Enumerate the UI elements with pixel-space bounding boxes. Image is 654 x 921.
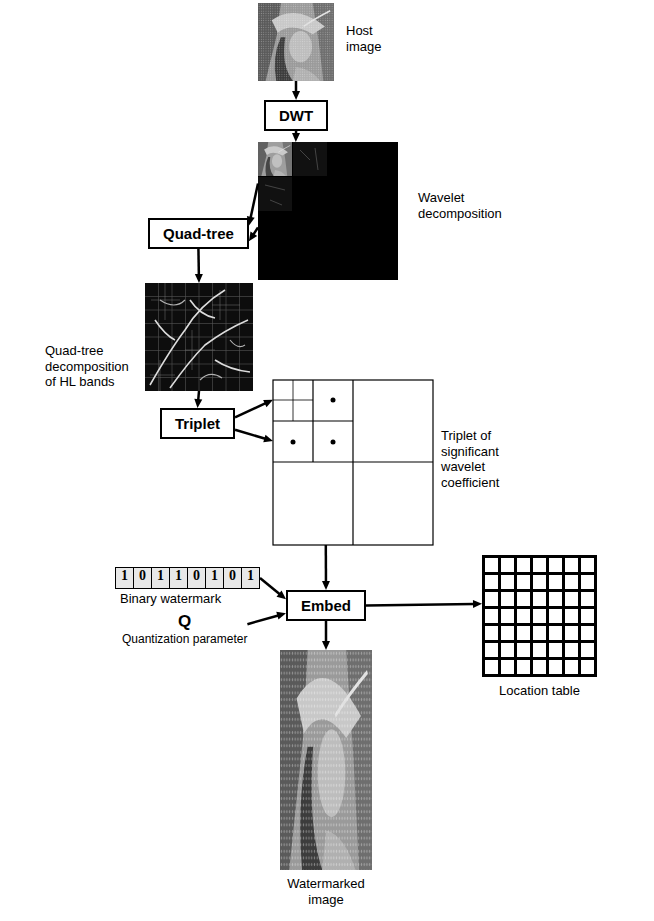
image-label: Quad-tree decomposition of HL bands bbox=[45, 343, 137, 390]
arrow-head bbox=[249, 232, 257, 242]
arrow-connector bbox=[249, 228, 258, 242]
parameter-symbol: Q bbox=[122, 612, 247, 632]
process-box: Embed bbox=[286, 590, 366, 621]
arrow-line bbox=[197, 249, 200, 275]
arrow-head bbox=[322, 581, 330, 590]
arrow-connector bbox=[322, 545, 330, 590]
watermarked-image bbox=[280, 650, 372, 870]
arrow-head bbox=[194, 399, 202, 408]
parameter-label: Quantization parameter bbox=[122, 632, 247, 646]
arrow-head bbox=[473, 600, 482, 608]
bit-cell: 1 bbox=[152, 567, 170, 589]
arrow-head bbox=[276, 612, 286, 620]
binary-watermark: 10110101Binary watermark bbox=[115, 567, 260, 589]
bit-cell: 0 bbox=[188, 567, 206, 589]
bit-cell: 1 bbox=[242, 567, 260, 589]
host-image-frame: Host image bbox=[258, 3, 334, 81]
box-label: Triplet bbox=[175, 415, 220, 432]
image-label: Triplet of significant wavelet coefficie… bbox=[441, 428, 521, 490]
quad-tree-image-frame: Quad-tree decomposition of HL bands bbox=[145, 283, 253, 391]
box-label: DWT bbox=[279, 107, 313, 124]
watermarked-image-frame: Watermarked image bbox=[280, 650, 372, 870]
triplet-image-frame: Triplet of significant wavelet coefficie… bbox=[273, 380, 433, 545]
arrow-connector bbox=[366, 600, 482, 608]
wavelet-image-frame: Wavelet decomposition bbox=[258, 142, 398, 280]
arrow-head bbox=[292, 133, 300, 142]
arrow-line bbox=[247, 615, 278, 624]
process-box: Triplet bbox=[160, 408, 235, 439]
image-label: Watermarked image bbox=[281, 876, 371, 907]
bit-cell: 0 bbox=[134, 567, 152, 589]
arrow-line bbox=[197, 391, 200, 400]
arrow-line bbox=[366, 604, 474, 606]
arrow-connector bbox=[322, 621, 330, 650]
arrow-head bbox=[263, 435, 273, 443]
watermark-label: Binary watermark bbox=[120, 591, 221, 607]
box-label: Embed bbox=[301, 597, 351, 614]
image-label: Location table bbox=[472, 683, 607, 699]
process-box: DWT bbox=[264, 100, 328, 131]
bit-cell: 1 bbox=[115, 567, 134, 589]
arrow-connector bbox=[235, 430, 273, 443]
arrow-line bbox=[260, 578, 280, 594]
arrow-line bbox=[235, 430, 265, 439]
bit-cell: 1 bbox=[206, 567, 224, 589]
arrow-connector bbox=[247, 612, 286, 624]
arrow-head bbox=[263, 400, 273, 407]
quad-tree-image bbox=[145, 283, 253, 391]
bit-cell: 1 bbox=[170, 567, 188, 589]
bit-cell: 0 bbox=[224, 567, 242, 589]
arrow-connector bbox=[195, 249, 203, 283]
arrow-line bbox=[325, 621, 328, 642]
box-label: Quad-tree bbox=[163, 225, 234, 242]
arrow-head bbox=[322, 641, 330, 650]
arrow-connector bbox=[194, 391, 202, 408]
wavelet-decomposition-image bbox=[258, 142, 398, 280]
triplet-subband-grid bbox=[273, 380, 433, 545]
arrow-connector bbox=[292, 131, 300, 142]
quantization-parameter: QQuantization parameter bbox=[122, 612, 247, 647]
arrow-head bbox=[292, 91, 300, 100]
image-label: Wavelet decomposition bbox=[418, 190, 510, 221]
arrow-head bbox=[277, 591, 286, 600]
arrow-connector bbox=[235, 400, 273, 418]
arrow-line bbox=[325, 545, 328, 582]
arrow-connector bbox=[292, 81, 300, 100]
arrow-line bbox=[253, 228, 258, 235]
location-table-grid bbox=[482, 555, 597, 677]
host-image bbox=[258, 3, 334, 81]
arrow-line bbox=[235, 403, 266, 417]
arrow-head bbox=[195, 274, 203, 283]
arrow-line bbox=[295, 81, 298, 92]
arrow-line bbox=[251, 183, 258, 218]
process-box: Quad-tree bbox=[148, 218, 249, 249]
location-table-frame: Location table bbox=[482, 555, 597, 677]
image-label: Host image bbox=[346, 23, 394, 54]
arrow-connector bbox=[260, 578, 286, 599]
